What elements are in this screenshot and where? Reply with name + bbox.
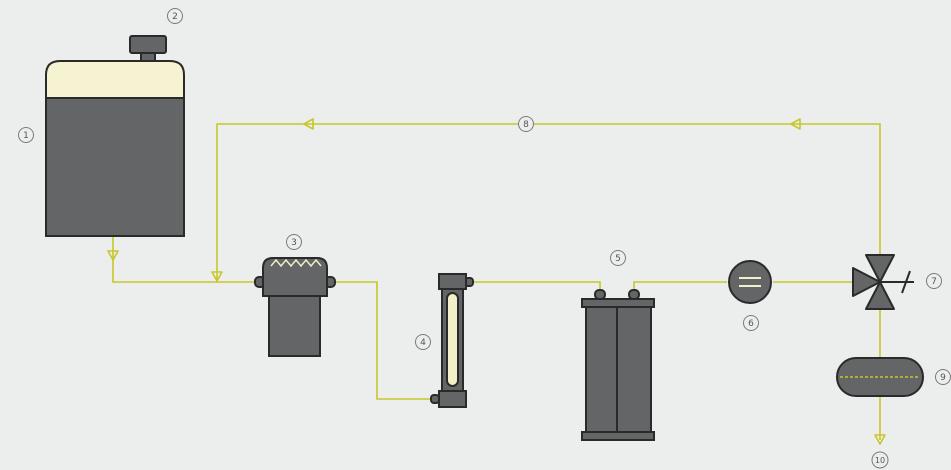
pump	[254, 257, 336, 357]
tank-outlet-pipe	[112, 236, 258, 283]
label-filter-text: 5	[615, 254, 621, 264]
label-tank: 1	[18, 127, 34, 143]
filter-body-left	[585, 305, 618, 433]
tank	[45, 35, 185, 237]
pump-to-flowmeter-pipe	[333, 281, 433, 400]
piping	[112, 123, 881, 440]
flowmeter	[430, 273, 474, 408]
label-flowmeter: 4	[415, 334, 431, 350]
label-tank-cap: 2	[167, 8, 183, 24]
label-vessel: 9	[935, 369, 951, 385]
tank-body	[45, 97, 185, 237]
label-tank-cap-text: 2	[172, 12, 178, 22]
valve-actuator-slash	[901, 270, 911, 294]
pump-head	[262, 257, 328, 297]
label-pump: 3	[286, 234, 302, 250]
valve-left-triangle	[852, 267, 881, 297]
flowmeter-glass	[446, 292, 459, 387]
gauge-body	[728, 260, 772, 304]
label-gauge-text: 6	[748, 319, 754, 329]
pump-motor	[268, 293, 321, 357]
filter-top-plate	[581, 298, 655, 308]
label-tank-text: 1	[23, 131, 29, 141]
flowmeter-bottom-cap	[438, 390, 467, 408]
label-flowmeter-text: 4	[420, 338, 426, 348]
label-return-line-text: 8	[523, 120, 529, 130]
filter-body-right	[616, 305, 652, 433]
flowmeter-port-bottom	[430, 394, 440, 404]
label-valve-text: 7	[931, 277, 937, 287]
flow-arrow-down-icon	[107, 250, 119, 261]
return-line-pipe	[216, 123, 881, 282]
label-pump-text: 3	[291, 238, 297, 248]
three-way-valve	[852, 254, 914, 310]
flow-arrow-left-icon	[303, 118, 314, 130]
flow-arrow-down-icon	[874, 434, 886, 445]
label-return-line: 8	[518, 116, 534, 132]
flow-arrows	[107, 118, 886, 445]
filter-outlet-nub	[628, 289, 640, 300]
flow-arrow-left-icon	[790, 118, 801, 130]
label-vessel-text: 9	[940, 373, 946, 383]
filter-to-gauge-pipe	[633, 281, 727, 292]
label-valve: 7	[926, 273, 942, 289]
flowmeter-to-filter-pipe	[472, 281, 601, 292]
valve-bottom-triangle	[865, 281, 895, 310]
gauge	[728, 260, 772, 304]
filter-inlet-nub	[594, 289, 606, 300]
label-outlet-text: 10	[875, 456, 885, 465]
tank-cap	[129, 35, 167, 54]
tank-liquid-top	[45, 60, 185, 99]
label-outlet: 10	[871, 451, 889, 469]
label-gauge: 6	[743, 315, 759, 331]
filter	[581, 289, 655, 441]
label-filter: 5	[610, 250, 626, 266]
valve-top-triangle	[865, 254, 895, 283]
pump-serration	[270, 258, 322, 268]
callout-labels: 1 2 3 4 5 6 7 8	[18, 8, 951, 469]
vessel	[836, 357, 924, 397]
flow-arrow-down-icon	[211, 271, 223, 282]
flowmeter-top-cap	[438, 273, 467, 290]
filter-bottom-plate	[581, 431, 655, 441]
